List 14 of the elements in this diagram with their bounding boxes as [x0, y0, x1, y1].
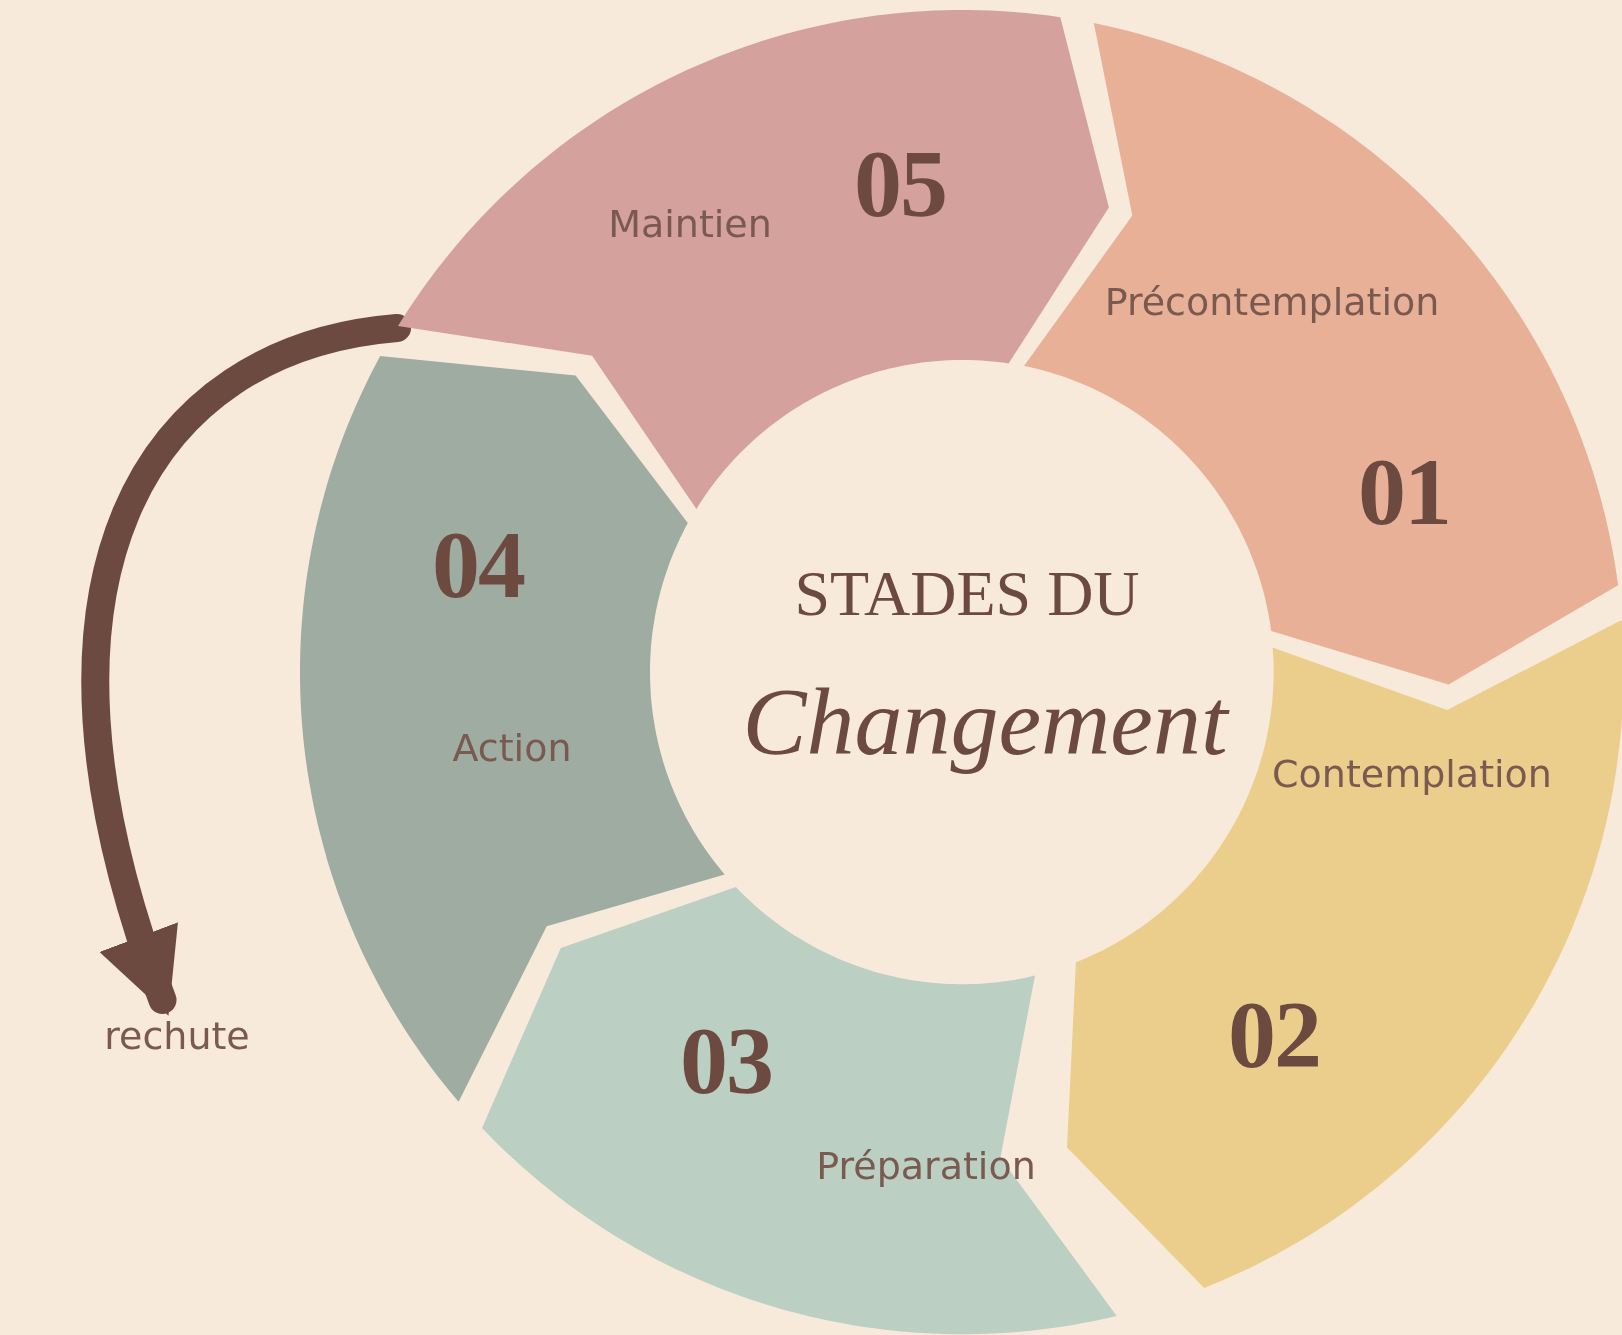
stage-label: Contemplation [1272, 752, 1552, 796]
stage-label: Maintien [608, 202, 772, 246]
step-number: 01 [1358, 436, 1450, 547]
step-number: 02 [1228, 979, 1320, 1090]
curved-arrow [82, 314, 411, 1016]
stage-label: Action [452, 726, 572, 770]
heading-text: STADES DU [794, 557, 1140, 631]
step-number: 04 [432, 509, 524, 620]
stage-label: Précontemplation [1104, 280, 1440, 324]
outcome-label: rechute [104, 1014, 250, 1058]
step-number: 03 [680, 1005, 772, 1116]
stage-label: Préparation [816, 1144, 1036, 1188]
script-title: Changement [742, 666, 1228, 777]
step-number: 05 [854, 128, 946, 239]
